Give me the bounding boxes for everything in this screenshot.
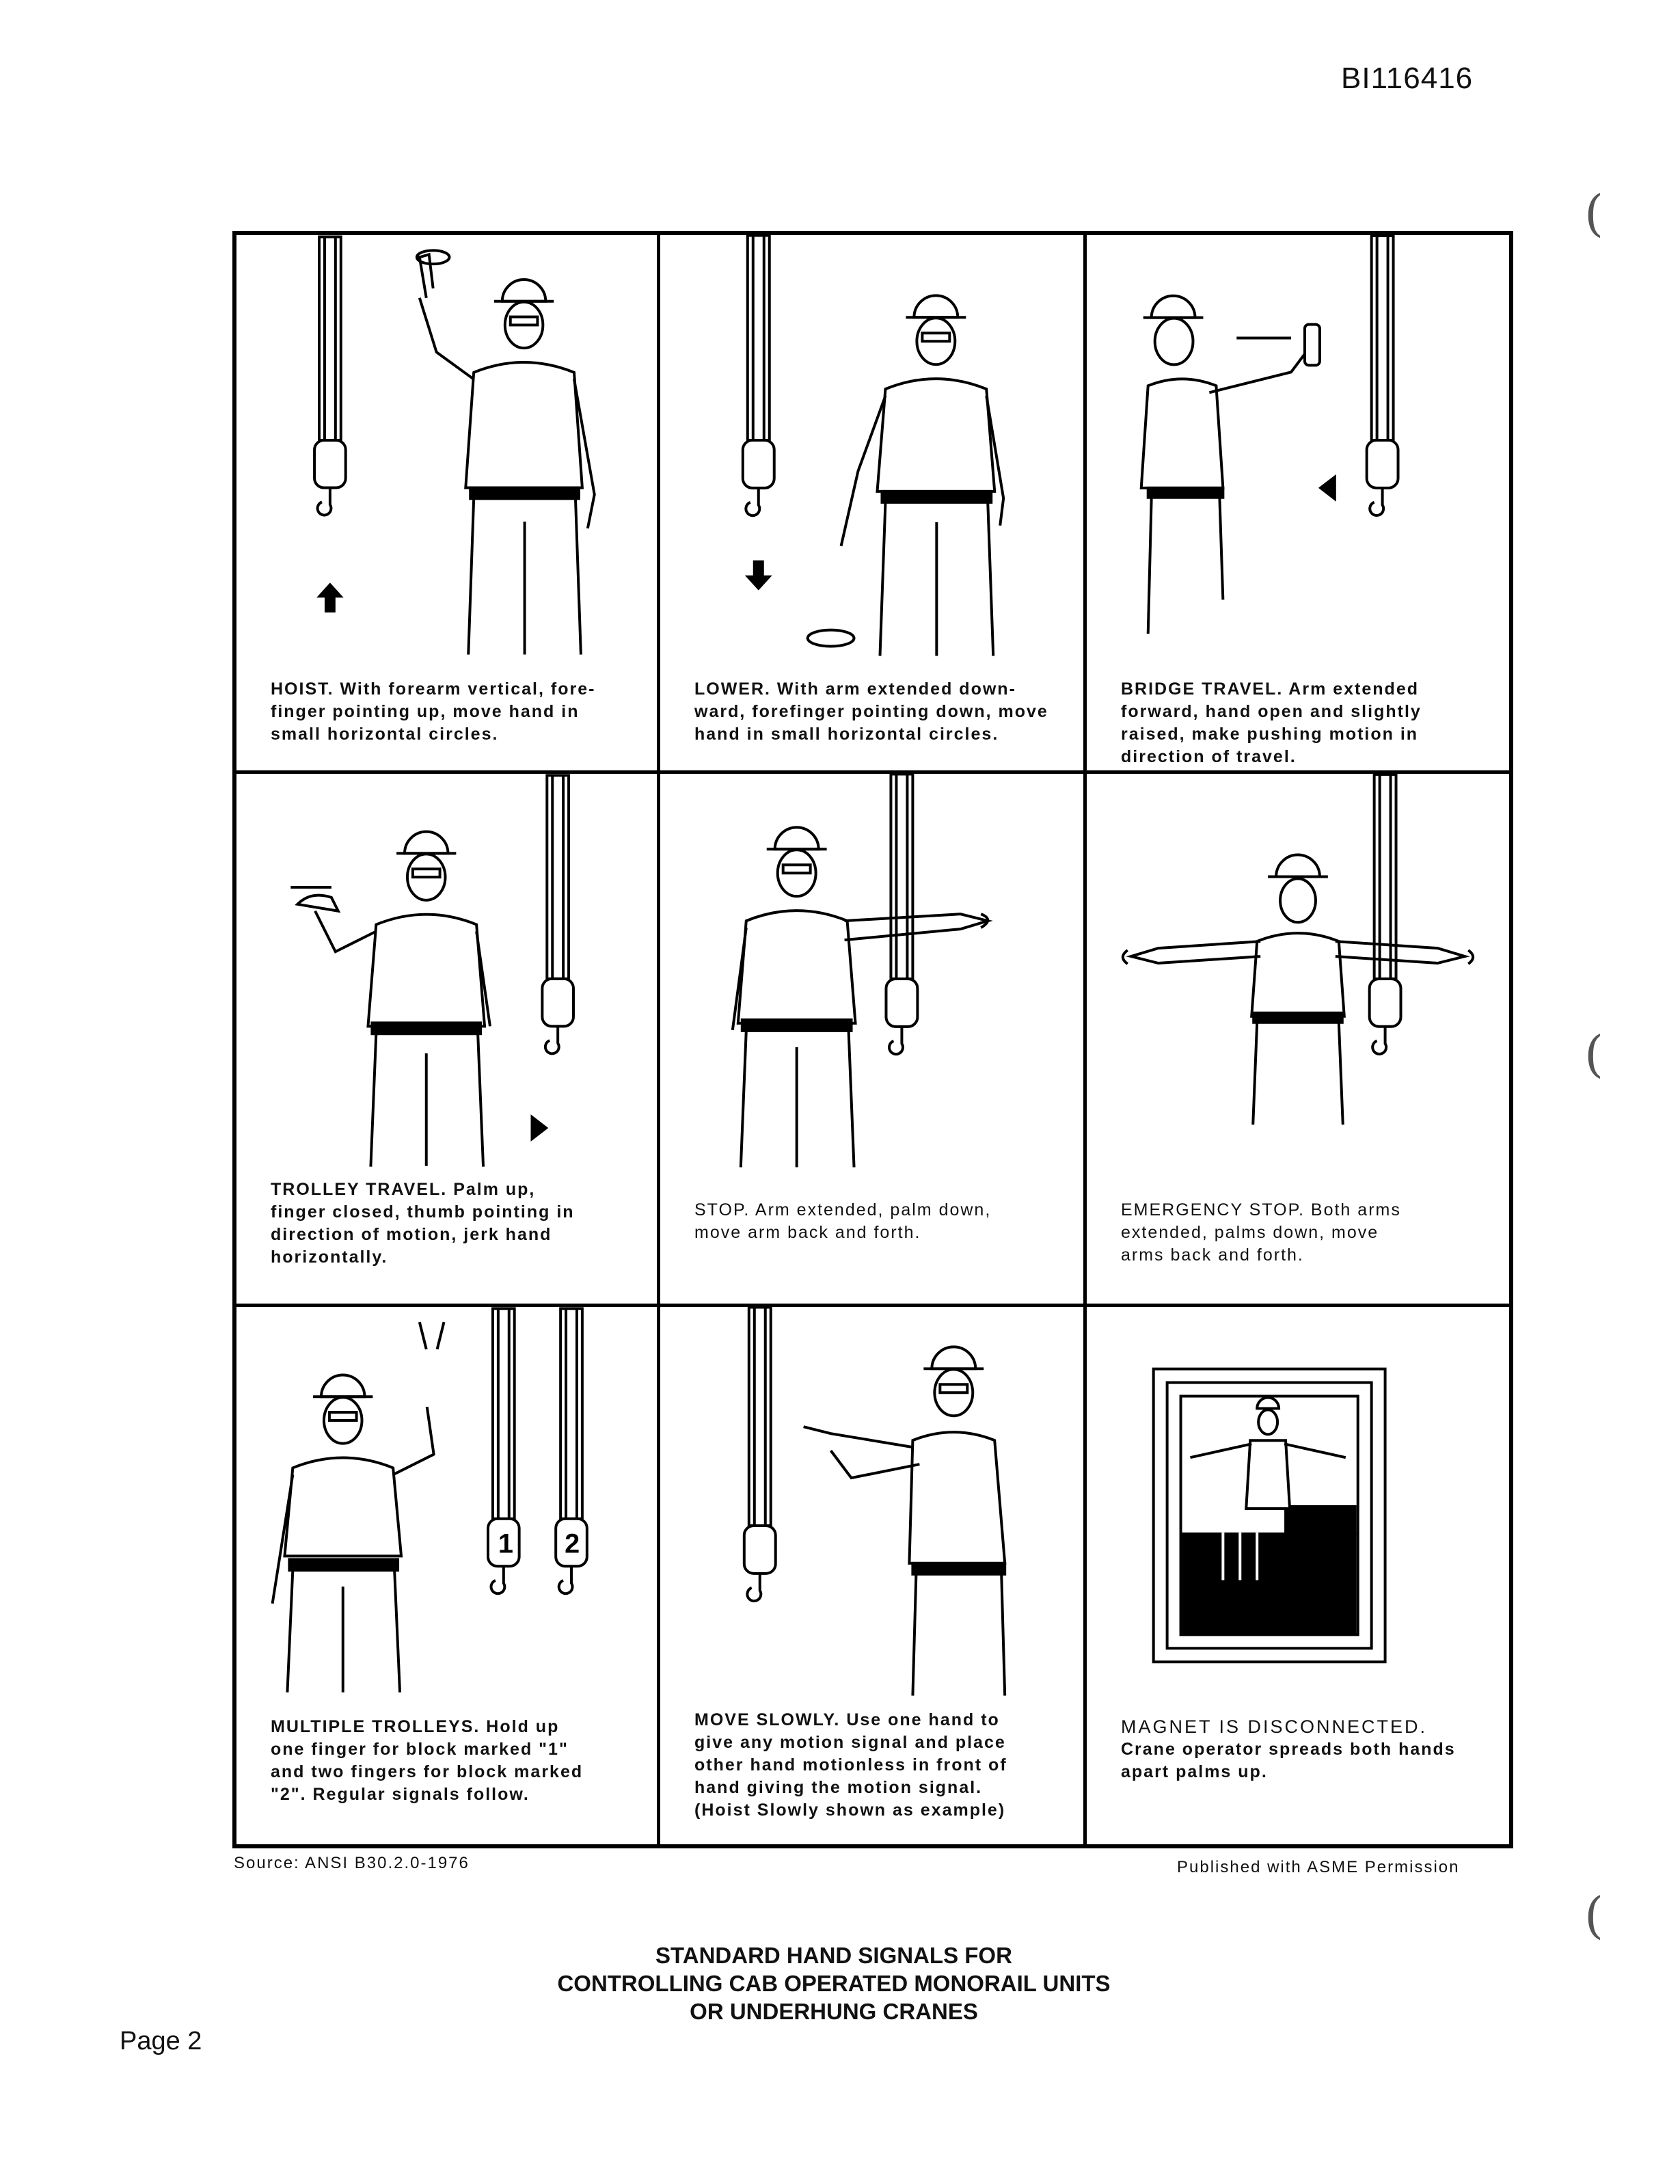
trolley-travel-illustration [236, 774, 657, 1170]
bridge-travel-illustration [1087, 235, 1509, 659]
signal-caption: MAGNET IS DISCONNECTED.Crane operator sp… [1121, 1716, 1456, 1781]
worker-figure [1126, 853, 1470, 1125]
worker-figure [295, 830, 491, 1167]
hoist-cable [559, 1307, 584, 1520]
hoist-cable [889, 774, 914, 980]
worker-figure [839, 294, 1005, 656]
block-label-2: 2 [565, 1528, 580, 1559]
motion-arc-icon [1467, 949, 1475, 965]
arrow-right-icon [1318, 474, 1336, 502]
signal-caption: HOIST. With forearm vertical, fore-finge… [271, 679, 596, 744]
stop-illustration [660, 774, 1083, 1170]
move-slowly-illustration [660, 1307, 1083, 1697]
worker-figure [1139, 294, 1321, 634]
motion-arc-icon [1121, 949, 1129, 965]
hoist-cable [1370, 235, 1395, 442]
block-label-1: 1 [498, 1528, 513, 1559]
permission-note: Published with ASME Permission [1177, 1858, 1460, 1876]
worker-figure [731, 826, 993, 1168]
hook-block-2 [554, 1517, 588, 1595]
hand-signals-chart: HOIST. With forearm vertical, fore-finge… [232, 231, 1513, 1848]
margin-bracket-mark: ( [1584, 1887, 1604, 1944]
hoist-cable [746, 235, 771, 442]
control-panel [1182, 1532, 1357, 1635]
arrow-up-icon [316, 582, 344, 613]
signal-cell-hoist: HOIST. With forearm vertical, fore-finge… [236, 235, 660, 774]
lower-illustration [660, 235, 1083, 659]
hook-block [884, 977, 919, 1056]
two-fingers [418, 1321, 446, 1350]
arrow-left-icon [530, 1114, 549, 1142]
hoist-cable [747, 1307, 772, 1527]
signal-cell-stop: STOP. Arm extended, palm down,move arm b… [660, 774, 1087, 1307]
signal-cell-trolley-travel: TROLLEY TRAVEL. Palm up,finger closed, t… [236, 774, 660, 1307]
hook-block-1 [487, 1517, 521, 1595]
worker-figure [271, 1321, 446, 1693]
source-note: Source: ANSI B30.2.0-1976 [234, 1854, 470, 1872]
hook-block [313, 439, 347, 517]
hook-block [742, 1524, 777, 1603]
emergency-stop-illustration [1087, 774, 1509, 1170]
page-number: Page 2 [120, 2027, 202, 2055]
signal-caption: LOWER. With arm extended down-ward, fore… [694, 679, 1048, 744]
hook-block [541, 977, 575, 1055]
margin-bracket-mark: ( [1584, 1025, 1604, 1083]
worker-figure [803, 1345, 1007, 1696]
hoist-cable [1372, 774, 1398, 980]
arrow-down-icon [744, 560, 772, 591]
hook-block [741, 439, 776, 517]
signal-cell-magnet-disconnected: MAGNET IS DISCONNECTED.Crane operator sp… [1087, 1307, 1509, 1844]
hook-block [1368, 977, 1403, 1055]
signal-caption: TROLLEY TRAVEL. Palm up,finger closed, t… [271, 1180, 575, 1267]
hook-block [1365, 439, 1400, 517]
hoist-cable [491, 1307, 516, 1520]
worker-figure [418, 252, 596, 655]
signal-caption: STOP. Arm extended, palm down,move arm b… [694, 1200, 992, 1242]
motion-arc-icon [980, 913, 990, 929]
circle-motion-icon [806, 628, 856, 648]
hoist-illustration [236, 235, 657, 659]
hoist-cable [545, 774, 571, 980]
signal-cell-lower: LOWER. With arm extended down-ward, fore… [660, 235, 1087, 774]
circle-motion-icon [415, 249, 451, 266]
chart-title: STANDARD HAND SIGNALS FOR CONTROLLING CA… [557, 1943, 1111, 2024]
document-id: BI116416 [1341, 62, 1474, 95]
operator-figure [1190, 1396, 1346, 1510]
control-levers [1221, 1532, 1259, 1580]
hoist-cable [318, 235, 342, 442]
multiple-trolleys-illustration: 1 2 [236, 1307, 657, 1697]
margin-bracket-mark: ( [1584, 185, 1604, 242]
crane-cab-illustration [1087, 1307, 1509, 1697]
